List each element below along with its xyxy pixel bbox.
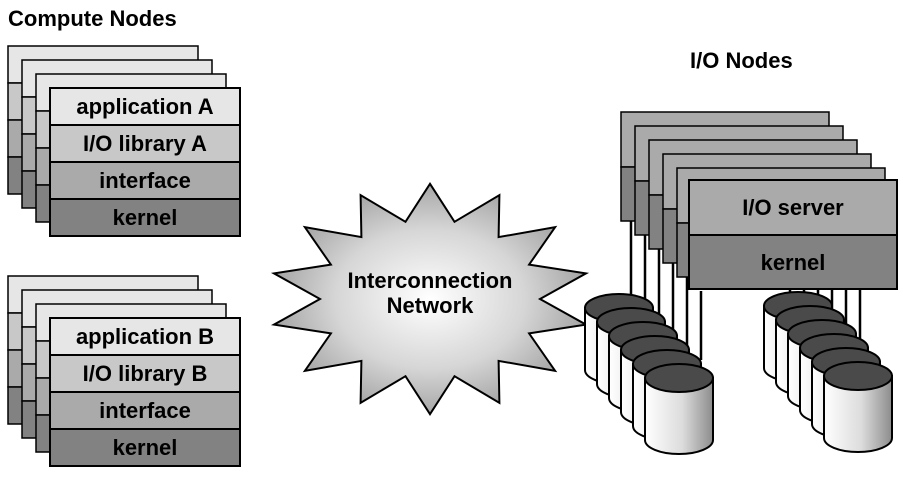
compute-a-layer-label-2: interface <box>99 168 191 193</box>
io-node-stack: I/O server kernel <box>620 111 898 290</box>
disk-group-right <box>763 291 893 453</box>
compute-a-layer-3 <box>49 198 241 237</box>
interconnection-network: Interconnection Network <box>270 181 590 417</box>
compute-a-layer-2 <box>49 161 241 200</box>
compute-b-layer-label-3: kernel <box>113 435 178 460</box>
compute-a-layer-label-3: kernel <box>113 205 178 230</box>
io-server-layer <box>688 179 898 236</box>
io-server-label: I/O server <box>742 195 844 220</box>
compute-nodes-title: Compute Nodes <box>8 6 177 31</box>
compute-a-layer-label-0: application A <box>76 94 213 119</box>
io-nodes-title: I/O Nodes <box>690 48 793 73</box>
compute-a-layer-0 <box>49 87 241 126</box>
left-disk <box>644 363 714 455</box>
compute-b-layer-3 <box>49 428 241 467</box>
io-node-front-card: I/O server kernel <box>688 179 898 290</box>
compute-node-group-b: application B I/O library B interface kerne… <box>7 275 241 467</box>
compute-node-group-a: application A I/O library A interface kerne… <box>7 45 241 237</box>
compute-a-layer-label-1: I/O library A <box>83 131 207 156</box>
compute-a-front-card: application A I/O library A interface kerne… <box>49 87 241 237</box>
network-label-line2: Network <box>387 293 475 318</box>
compute-b-layer-1 <box>49 354 241 393</box>
network-label-line1: Interconnection <box>347 268 512 293</box>
io-kernel-label: kernel <box>761 250 826 275</box>
compute-b-layer-label-2: interface <box>99 398 191 423</box>
io-kernel-layer <box>688 234 898 290</box>
disk-group-left <box>584 293 714 455</box>
compute-b-layer-label-1: I/O library B <box>83 361 208 386</box>
compute-b-layer-2 <box>49 391 241 430</box>
right-disk <box>823 361 893 453</box>
compute-b-front-card: application B I/O library B interface kerne… <box>49 317 241 467</box>
compute-a-layer-1 <box>49 124 241 163</box>
compute-b-layer-label-0: application B <box>76 324 214 349</box>
network-burst-shape <box>270 181 590 417</box>
